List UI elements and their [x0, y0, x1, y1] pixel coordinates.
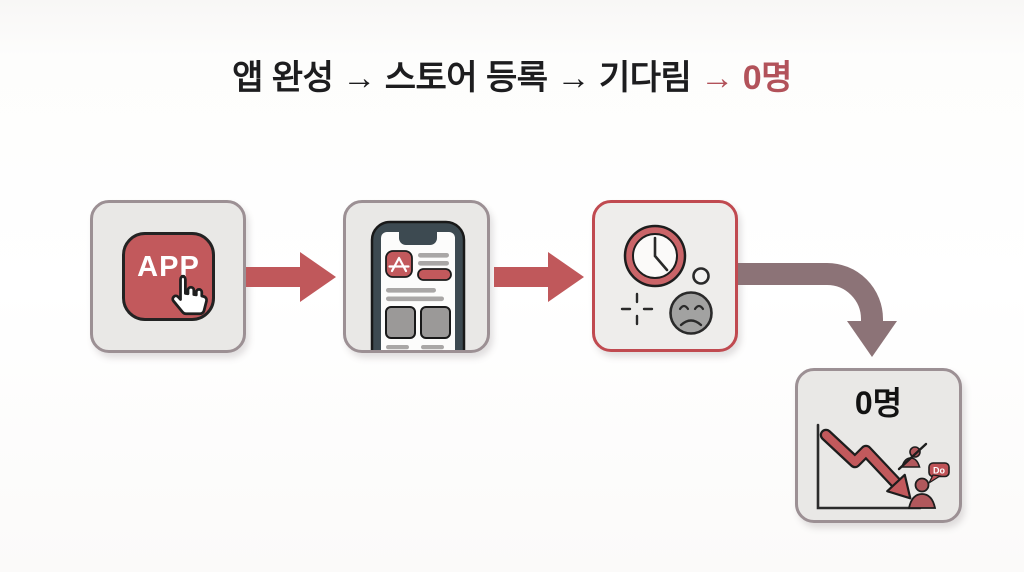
phone-notch	[399, 232, 437, 245]
step-waiting-box	[592, 200, 738, 352]
hand-cursor-icon	[171, 274, 208, 316]
screenshot-thumb	[420, 306, 451, 339]
get-button-pill	[417, 268, 452, 281]
user-comment-icon: Do	[907, 462, 950, 509]
text-line	[421, 345, 444, 350]
thought-bubble-circle	[692, 267, 710, 285]
screenshot-thumb	[385, 306, 416, 339]
chat-bubble-text: Do	[933, 466, 945, 476]
zigzag-down-arrow	[819, 428, 912, 500]
chart-axes	[816, 423, 922, 510]
text-line	[418, 261, 449, 266]
curved-arrow-icon	[738, 263, 897, 357]
text-line	[418, 253, 449, 258]
declining-chart-icon: Do	[816, 423, 950, 510]
text-line	[386, 345, 409, 350]
app-button: APP	[122, 232, 215, 321]
text-line	[421, 353, 439, 354]
sad-face-icon	[669, 291, 713, 335]
app-button-label: APP	[137, 251, 200, 283]
speech-bubble: Do	[927, 462, 950, 485]
arrow-right-icon	[246, 252, 336, 302]
text-line	[386, 288, 436, 293]
title-accent: → 0명	[700, 59, 792, 97]
sparkle-icon	[620, 292, 654, 326]
title-main: 앱 완성 → 스토어 등록 → 기다림	[232, 59, 701, 97]
no-user-icon	[897, 442, 928, 471]
text-line	[386, 296, 444, 302]
app-store-icon	[385, 250, 413, 278]
phone-icon	[370, 220, 466, 354]
page-title: 앱 완성 → 스토어 등록 → 기다림 → 0명	[0, 50, 1024, 99]
waiting-illustration	[620, 224, 713, 335]
text-line	[386, 353, 404, 354]
step-store-box	[343, 200, 490, 353]
step-zero-users-box: 0명 Do	[795, 368, 962, 523]
zero-users-label: 0명	[854, 385, 903, 421]
clock-icon	[623, 224, 687, 288]
arrow-right-icon	[494, 252, 584, 302]
step-app-box: APP	[90, 200, 246, 353]
